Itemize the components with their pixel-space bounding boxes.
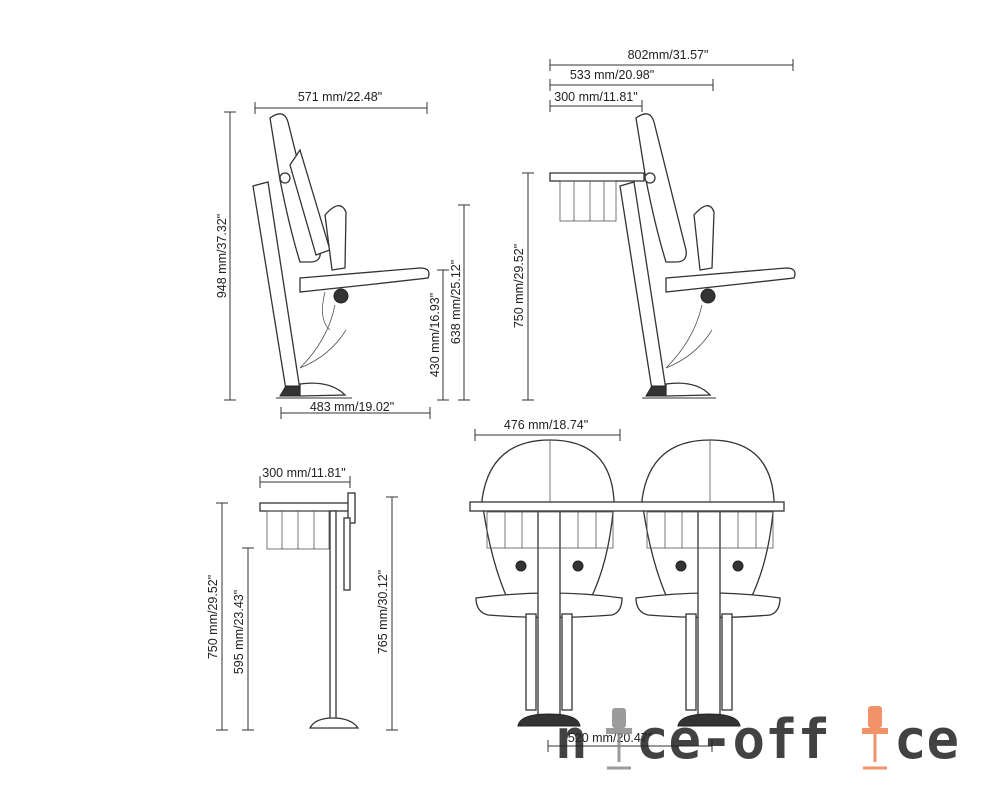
tablet-width-dim: 300 mm/11.81" <box>549 90 643 112</box>
side-total-height-dim: 948 mm/37.32" <box>215 111 236 401</box>
side-arm-height-dim: 638 mm/25.12" <box>449 204 470 401</box>
tablet-chair-drawing <box>549 113 796 399</box>
tablet-side-view: 802mm/31.57" 533 mm/20.98" 300 mm/11.81"… <box>512 48 796 401</box>
tablet-width-label: 300 mm/11.81" <box>554 90 637 104</box>
profile-tablet-width-label: 300 mm/11.81" <box>262 466 345 480</box>
tablet-mid-width-label: 533 mm/20.98" <box>570 68 654 82</box>
profile-tablet-height-label: 750 mm/29.52" <box>206 575 220 659</box>
tablet-mid-width-dim: 533 mm/20.98" <box>549 68 714 91</box>
front-seat-width-dim: 476 mm/18.74" <box>474 418 621 441</box>
tablet-overall-width-dim: 802mm/31.57" <box>549 48 794 71</box>
watermark-letters-ce: ce <box>636 708 701 771</box>
profile-basket-height-label: 595 mm/23.43" <box>232 590 246 674</box>
front-view: 476 mm/18.74" 520 mm/20.47" <box>469 418 785 752</box>
side-base-depth-dim: 483 mm/19.02" <box>280 400 431 419</box>
side-total-height-label: 948 mm/37.32" <box>215 214 229 298</box>
watermark-chair-icon-2 <box>862 706 888 770</box>
side-base-depth-label: 483 mm/19.02" <box>310 400 394 414</box>
side-top-width-dim: 571 mm/22.48" <box>254 90 428 114</box>
watermark-letters-off: -off <box>700 708 830 771</box>
front-tablet-board <box>469 501 785 512</box>
profile-drawing <box>259 492 360 729</box>
front-center-spacing-dim: 520 mm/20.47" <box>547 731 713 752</box>
watermark-chair-icon-1 <box>606 708 632 770</box>
side-arm-height-label: 638 mm/25.12" <box>449 260 463 344</box>
side-top-width-label: 571 mm/22.48" <box>298 90 382 104</box>
side-seat-height-dim: 430 mm/16.93" <box>428 269 449 401</box>
front-chair-left <box>475 439 623 727</box>
profile-post-height-label: 765 mm/30.12" <box>376 570 390 654</box>
profile-tablet-width-dim: 300 mm/11.81" <box>259 466 351 488</box>
front-chair-right <box>635 439 781 727</box>
tablet-profile-view: 300 mm/11.81" 750 mm/29.52" 595 mm/23.43… <box>206 466 398 731</box>
nice-office-watermark: n ce -off ce <box>555 706 959 771</box>
watermark-letter-n: n <box>555 708 588 771</box>
tablet-overall-width-label: 802mm/31.57" <box>628 48 709 62</box>
side-seat-height-label: 430 mm/16.93" <box>428 293 442 377</box>
side-view: 571 mm/22.48" 948 mm/37.32" 430 mm/16.93… <box>215 90 470 419</box>
front-center-spacing-label: 520 mm/20.47" <box>568 731 652 745</box>
side-chair-drawing <box>252 113 430 399</box>
tablet-height-dim: 750 mm/29.52" <box>512 172 534 401</box>
tablet-height-label: 750 mm/29.52" <box>512 244 526 328</box>
front-seat-width-label: 476 mm/18.74" <box>504 418 588 432</box>
profile-post-height-dim: 765 mm/30.12" <box>376 496 398 731</box>
profile-basket-height-dim: 595 mm/23.43" <box>232 547 254 731</box>
profile-tablet-height-dim: 750 mm/29.52" <box>206 502 228 731</box>
watermark-letters-ce-end: ce <box>894 708 959 771</box>
